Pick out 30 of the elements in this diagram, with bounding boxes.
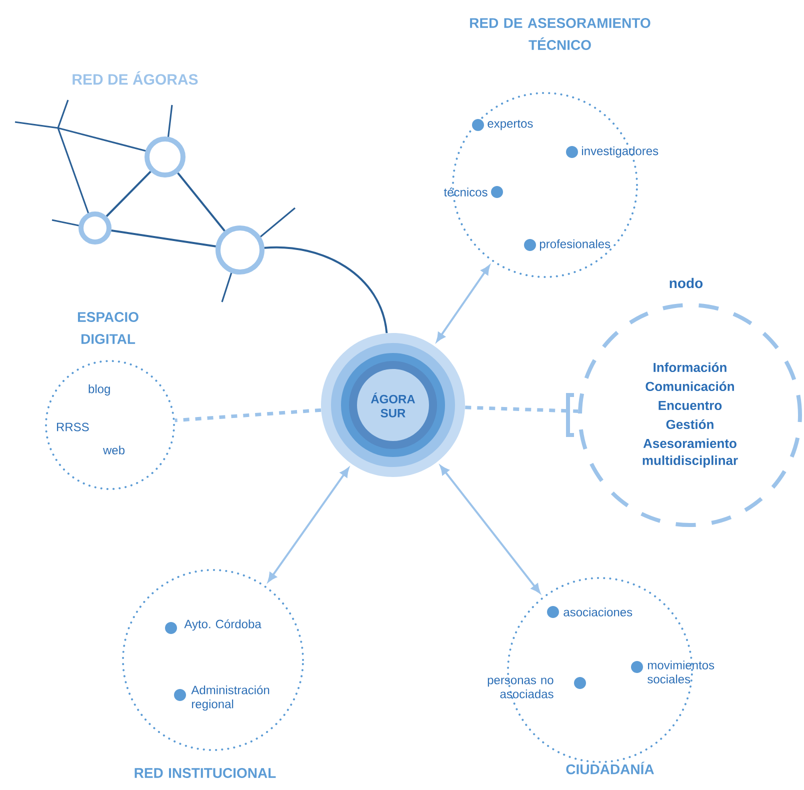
node-label: RED INSTITUCIONAL xyxy=(134,768,276,778)
dot-label: Administración regional xyxy=(174,685,270,711)
connector xyxy=(177,172,226,232)
dot-label: técnicos xyxy=(444,186,503,198)
dot-label: expertos xyxy=(472,119,533,131)
connector xyxy=(264,246,388,334)
item-label: web xyxy=(103,446,124,454)
ring-node xyxy=(78,212,112,244)
node-label: ESPACIO DIGITAL xyxy=(78,312,138,344)
dot-label: profesionales xyxy=(524,239,610,251)
node-label: CIUDADANÍA xyxy=(566,762,654,774)
item-label: blog xyxy=(88,384,110,396)
ring-node xyxy=(144,136,186,178)
node-label: nodo xyxy=(670,278,703,288)
connector xyxy=(174,408,322,422)
connector xyxy=(436,265,490,342)
ring-node xyxy=(216,226,264,274)
dot-label: investigadores xyxy=(566,146,658,158)
connector xyxy=(111,229,216,248)
dot-label: Ayto. Córdoba xyxy=(165,619,262,634)
connector xyxy=(106,170,152,217)
item-label: RRSS xyxy=(57,422,89,432)
dot-label: personas no asociadas xyxy=(488,677,586,698)
connector xyxy=(440,465,540,594)
section-title: RED DE ÁGORAS xyxy=(72,71,198,85)
dot-label: asociaciones xyxy=(547,606,632,618)
connector xyxy=(268,468,350,582)
dot-label: movimientos sociales xyxy=(631,660,714,684)
node-label: RED DE ASESORAMIENTO TÉCNICO xyxy=(470,18,650,50)
connector xyxy=(465,406,578,413)
